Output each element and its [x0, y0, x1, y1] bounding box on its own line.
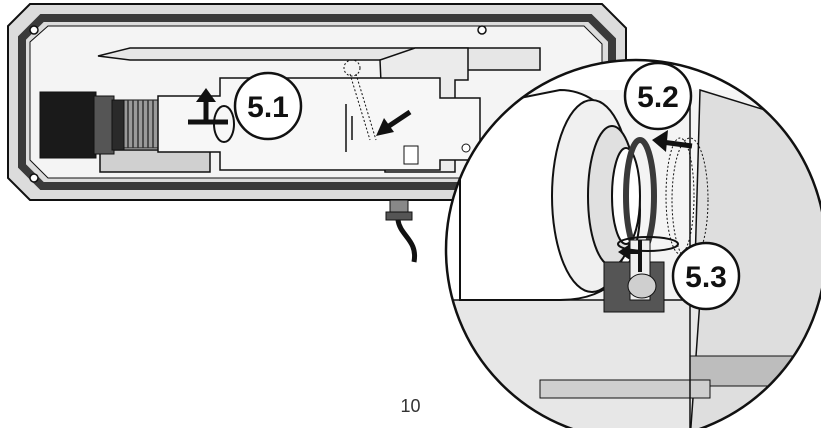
- screw-icon: [29, 25, 39, 35]
- lens-ring: [93, 95, 115, 155]
- dotted-cable: [343, 59, 377, 141]
- zoom-circle-border: [444, 58, 821, 428]
- mount-knob: [627, 273, 657, 299]
- rotate-arrow-icon: [617, 236, 679, 272]
- page-number: 10: [400, 396, 421, 416]
- zoom-panel-bar: [539, 379, 711, 399]
- rotate-arrow-icon: [188, 88, 235, 143]
- step-label-5-1: 5.1: [247, 91, 289, 124]
- step-badge-5-1: 5.1: [233, 71, 303, 141]
- step-label-5-2: 5.2: [637, 81, 679, 114]
- push-arrow-icon: [376, 109, 412, 136]
- zoom-detail: [444, 58, 821, 428]
- lens-ring: [111, 99, 125, 151]
- camera-housing: [7, 3, 627, 263]
- camera-body-hole: [461, 143, 471, 153]
- camera-body-notch: [403, 145, 419, 165]
- o-ring-ghost: [671, 137, 709, 263]
- step-label-5-3: 5.3: [685, 261, 727, 294]
- step-badge-5-2: 5.2: [623, 61, 693, 131]
- pull-arrow-icon: [652, 130, 693, 152]
- step-badge-5-3: 5.3: [671, 241, 741, 311]
- screw-icon: [477, 25, 487, 35]
- camera-slots: [345, 104, 353, 152]
- lens-cap: [39, 91, 97, 159]
- cable-gland: [385, 199, 418, 263]
- screw-icon: [29, 173, 39, 183]
- bottom-rail: [99, 149, 211, 173]
- thread-lines: [127, 100, 154, 148]
